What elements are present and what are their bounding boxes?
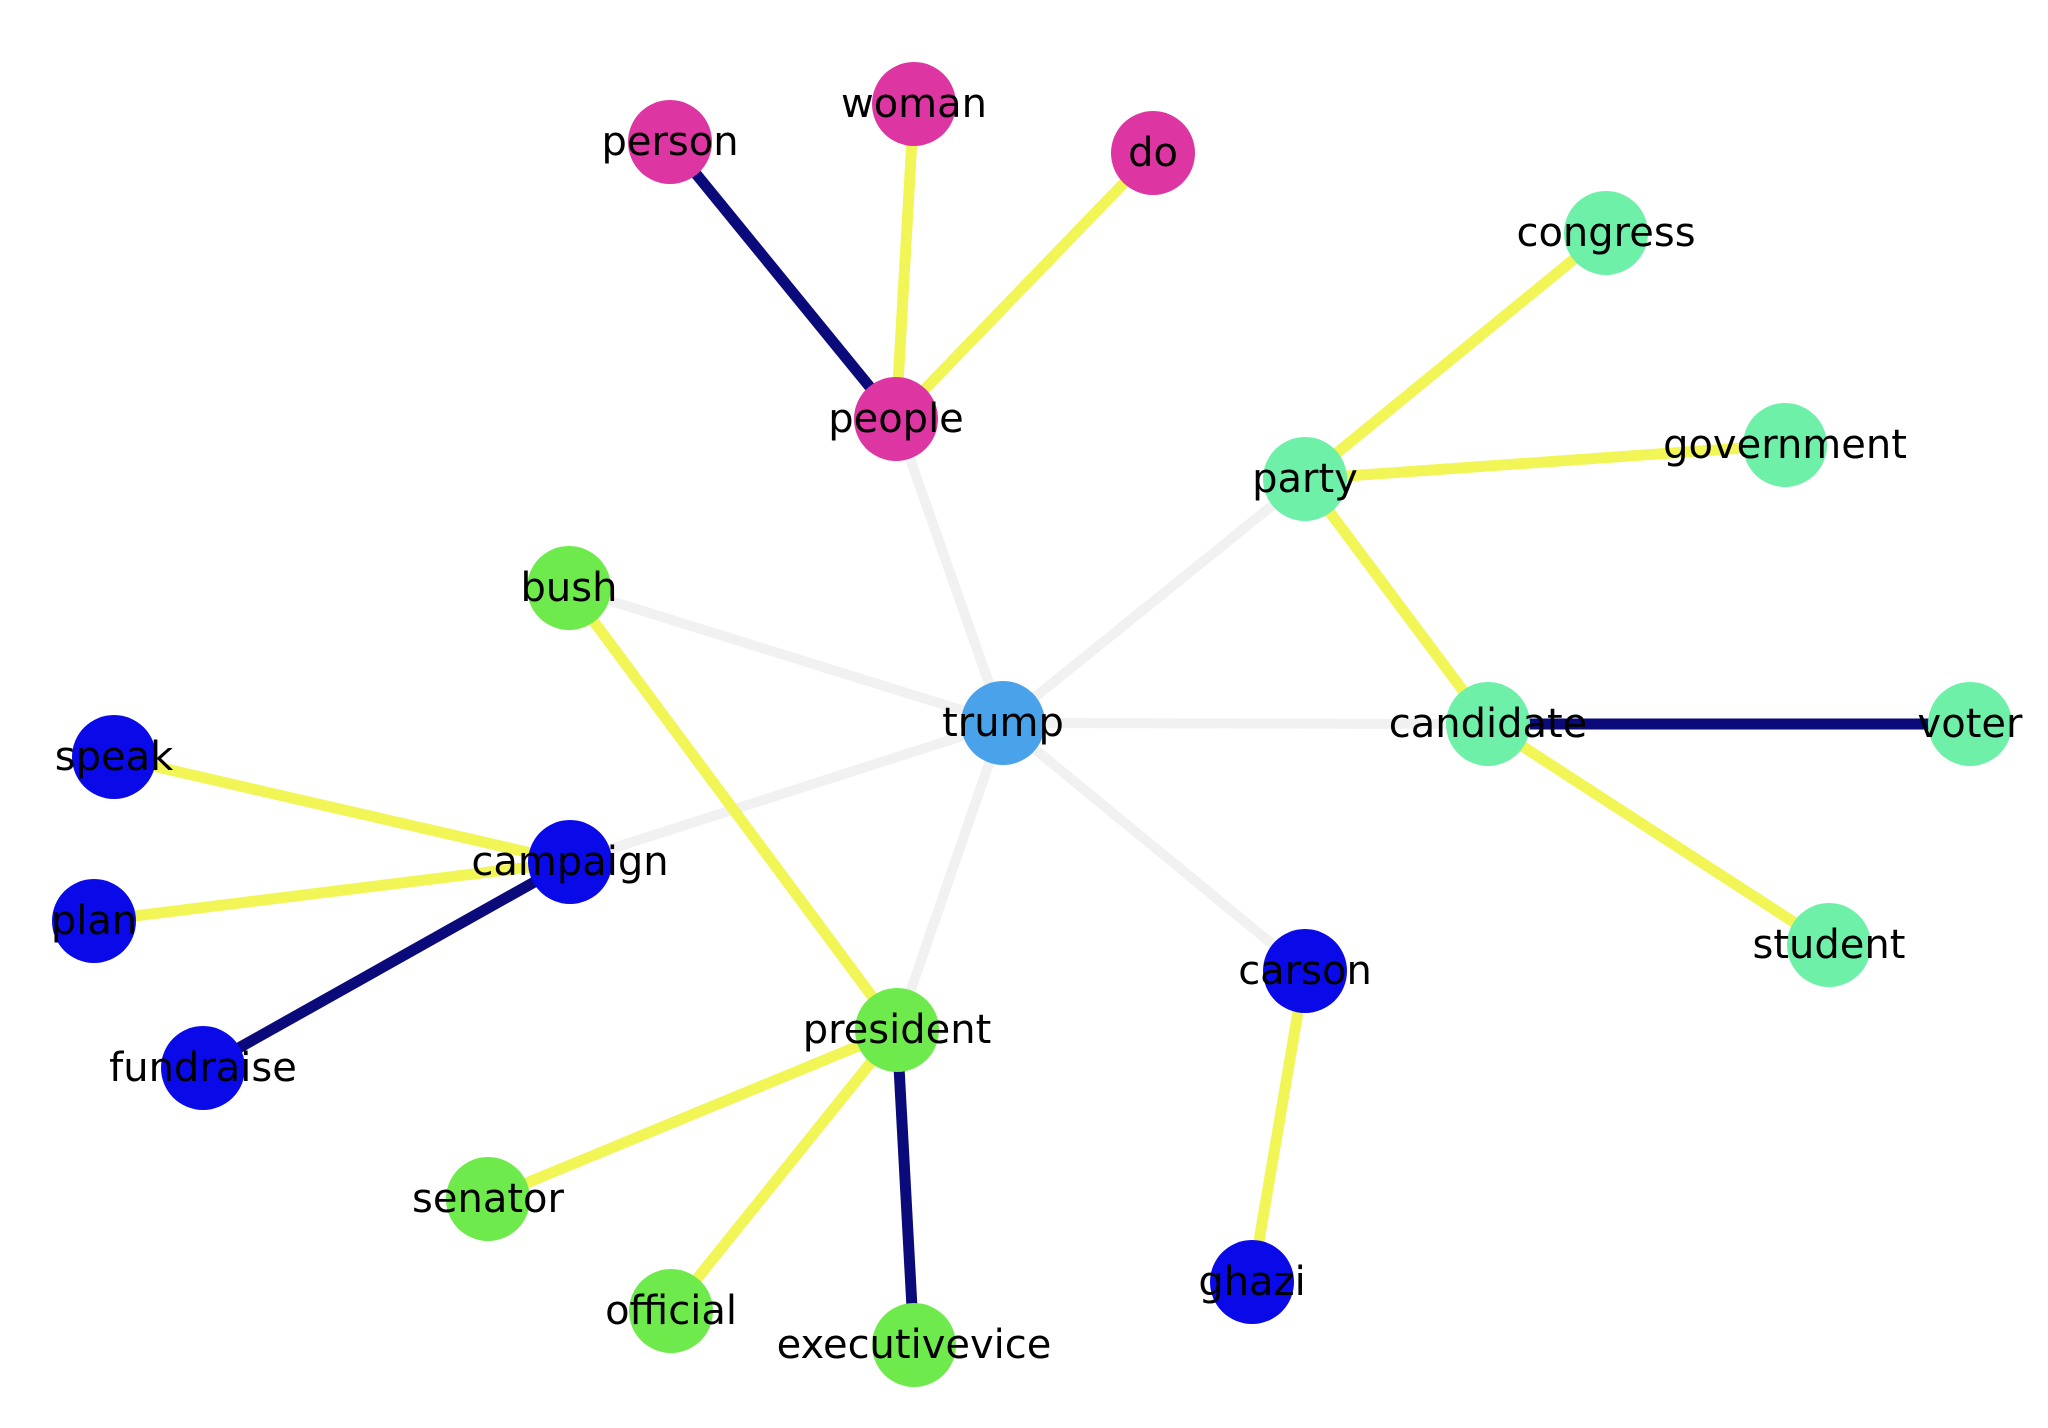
node-label-fundraise: fundraise <box>109 1045 297 1091</box>
edge-trump-campaign <box>568 718 1005 867</box>
node-label-campaign: campaign <box>471 839 668 885</box>
edge-trump-carson <box>999 719 1309 975</box>
node-label-woman: woman <box>841 81 987 127</box>
node-label-party: party <box>1252 456 1358 502</box>
node-label-plan: plan <box>51 898 137 944</box>
node-label-speak: speak <box>55 734 174 780</box>
edge-campaign-speak <box>112 751 572 868</box>
node-label-people: people <box>828 396 964 442</box>
edge-people-do <box>892 149 1157 423</box>
edge-party-congress <box>1301 228 1610 484</box>
node-label-official: official <box>605 1288 737 1334</box>
edge-candidate-student <box>1485 719 1832 950</box>
node-label-candidate: candidate <box>1389 701 1588 747</box>
edge-president-official <box>666 1026 902 1315</box>
edge-trump-bush <box>567 583 1005 728</box>
edge-trump-people <box>891 417 1008 725</box>
node-candidate <box>1446 682 1530 766</box>
node-speak <box>72 715 156 799</box>
node-president <box>855 988 939 1072</box>
node-government <box>1743 403 1827 487</box>
node-label-trump: trump <box>942 700 1064 746</box>
node-executivevice <box>872 1303 956 1387</box>
edge-party-candidate <box>1300 475 1493 728</box>
labels-layer: trump people person woman do party congress gov… <box>51 81 2023 1368</box>
edge-campaign-plan <box>93 856 571 927</box>
node-label-president: president <box>803 1007 992 1053</box>
node-plan <box>52 879 136 963</box>
nodes-layer <box>52 62 2012 1387</box>
node-do <box>1111 111 1195 195</box>
edge-carson-ghazi <box>1246 970 1311 1283</box>
node-label-student: student <box>1753 922 1906 968</box>
node-ghazi <box>1210 1240 1294 1324</box>
node-label-congress: congress <box>1516 210 1695 256</box>
node-campaign <box>528 820 612 904</box>
node-label-carson: carson <box>1238 948 1372 994</box>
edge-trump-candidate <box>1002 718 1489 729</box>
node-student <box>1787 903 1871 987</box>
node-bush <box>527 546 611 630</box>
node-trump <box>961 681 1045 765</box>
node-people <box>854 377 938 461</box>
node-label-government: government <box>1663 422 1907 468</box>
edge-president-executivevice <box>891 1029 920 1346</box>
edge-people-woman <box>890 103 920 420</box>
node-label-ghazi: ghazi <box>1198 1259 1305 1305</box>
node-carson <box>1263 929 1347 1013</box>
node-person <box>628 100 712 184</box>
node-congress <box>1564 191 1648 275</box>
edge-president-senator <box>485 1024 900 1205</box>
node-fundraise <box>161 1026 245 1110</box>
node-label-voter: voter <box>1918 701 2023 747</box>
edge-trump-president <box>892 721 1008 1032</box>
edge-people-person <box>665 138 901 423</box>
node-party <box>1263 437 1347 521</box>
node-label-person: person <box>601 119 738 165</box>
edges-layer <box>93 103 1970 1346</box>
edge-trump-party <box>999 475 1309 727</box>
edge-bush-president <box>564 584 902 1034</box>
edge-party-government <box>1304 439 1786 485</box>
node-senator <box>446 1157 530 1241</box>
node-woman <box>872 62 956 146</box>
node-label-senator: senator <box>412 1176 564 1222</box>
node-voter <box>1928 682 2012 766</box>
node-label-bush: bush <box>521 565 618 611</box>
node-label-executivevice: executivevice <box>777 1322 1052 1368</box>
edge-campaign-fundraise <box>200 857 573 1073</box>
node-label-do: do <box>1128 130 1178 176</box>
node-official <box>629 1269 713 1353</box>
